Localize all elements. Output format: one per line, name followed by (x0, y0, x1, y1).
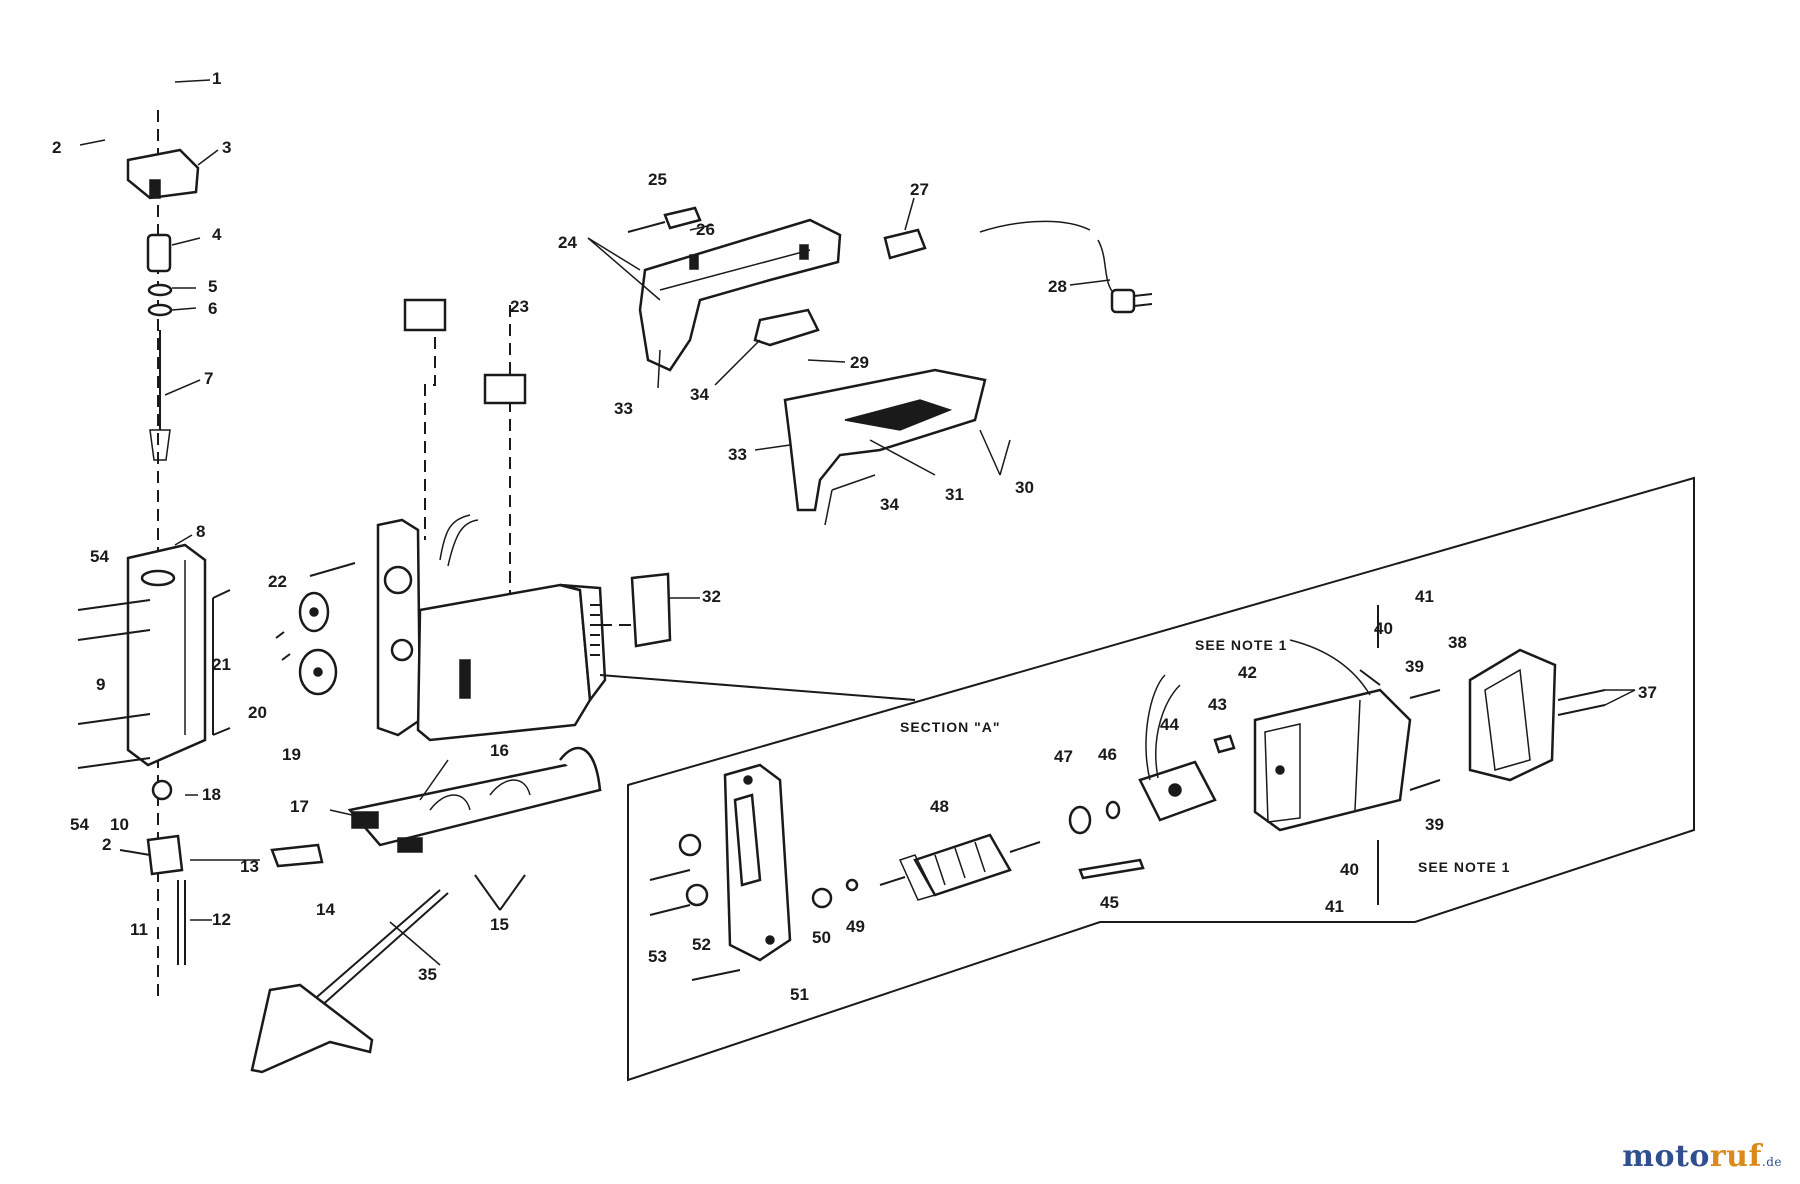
callout-1: 1 (212, 69, 221, 88)
callout-38: 38 (1448, 633, 1467, 652)
plunger-assembly (77, 110, 231, 1000)
callout-29: 29 (850, 353, 869, 372)
callout-3: 3 (222, 138, 231, 157)
callout-39a: 39 (1405, 657, 1424, 676)
callout-leaders (79, 79, 1636, 966)
callout-26: 26 (696, 220, 715, 239)
callout-51: 51 (790, 985, 809, 1004)
callout-41b: 41 (1325, 897, 1344, 916)
callout-17: 17 (290, 797, 309, 816)
callout-23: 23 (510, 297, 529, 316)
callout-10: 10 (110, 815, 129, 834)
callout-52: 52 (692, 935, 711, 954)
rip-guide (250, 889, 449, 1074)
callout-34b: 34 (880, 495, 899, 514)
callout-33b: 33 (728, 445, 747, 464)
callout-2b: 2 (102, 835, 111, 854)
callout-30: 30 (1015, 478, 1034, 497)
callout-48: 48 (930, 797, 949, 816)
watermark-part-3: .de (1761, 1155, 1782, 1169)
callout-31: 31 (945, 485, 964, 504)
callout-37: 37 (1638, 683, 1657, 702)
callout-numbers: 1 2 3 4 5 6 7 8 54 9 21 22 20 19 23 25 2… (52, 69, 1657, 1004)
see-note-top: SEE NOTE 1 (1195, 637, 1287, 653)
callout-54: 54 (90, 547, 109, 566)
callout-22: 22 (268, 572, 287, 591)
callout-14: 14 (316, 900, 335, 919)
callout-54b: 54 (70, 815, 89, 834)
field-coil (1138, 674, 1217, 822)
callout-8: 8 (196, 522, 205, 541)
callout-21: 21 (212, 655, 231, 674)
callout-28: 28 (1048, 277, 1067, 296)
armature (879, 833, 1041, 901)
watermark-part-2: ruf (1709, 1139, 1762, 1174)
callout-47: 47 (1054, 747, 1073, 766)
callout-11: 11 (130, 920, 148, 939)
callout-50: 50 (812, 928, 831, 947)
callout-24: 24 (558, 233, 577, 252)
callout-4: 4 (212, 225, 222, 244)
end-cap (1468, 648, 1557, 782)
callout-15: 15 (490, 915, 509, 934)
callout-43: 43 (1208, 695, 1227, 714)
callout-18: 18 (202, 785, 221, 804)
callout-7: 7 (204, 369, 213, 388)
see-note-bottom: SEE NOTE 1 (1418, 859, 1510, 875)
callout-53: 53 (648, 947, 667, 966)
callout-42: 42 (1238, 663, 1257, 682)
callout-40b: 40 (1340, 860, 1359, 879)
callout-33a: 33 (614, 399, 633, 418)
motor-housing (1253, 688, 1412, 832)
callout-45: 45 (1100, 893, 1119, 912)
callout-27: 27 (910, 180, 929, 199)
callout-16: 16 (490, 741, 509, 760)
callout-19: 19 (282, 745, 301, 764)
handle-assembly (627, 206, 1153, 512)
callout-39b: 39 (1425, 815, 1444, 834)
section-a-label: SECTION "A" (900, 719, 1001, 735)
callout-13: 13 (240, 857, 259, 876)
callout-35: 35 (418, 965, 437, 984)
callout-20: 20 (248, 703, 267, 722)
callout-40a: 40 (1374, 619, 1393, 638)
callout-34a: 34 (690, 385, 709, 404)
base-shoe (270, 746, 602, 911)
callout-6: 6 (208, 299, 217, 318)
callout-32: 32 (702, 587, 721, 606)
callout-44: 44 (1160, 715, 1179, 734)
watermark-logo: motoruf.de (1622, 1139, 1782, 1174)
section-a-box (627, 476, 1695, 1082)
callout-25: 25 (648, 170, 667, 189)
watermark-part-1: moto (1622, 1139, 1710, 1174)
callout-9: 9 (96, 675, 105, 694)
callout-46: 46 (1098, 745, 1117, 764)
callout-41a: 41 (1415, 587, 1434, 606)
callout-2: 2 (52, 138, 61, 157)
callout-49: 49 (846, 917, 865, 936)
main-housing (275, 298, 672, 742)
callout-12: 12 (212, 910, 231, 929)
callout-5: 5 (208, 277, 217, 296)
motor-vents (590, 604, 600, 656)
